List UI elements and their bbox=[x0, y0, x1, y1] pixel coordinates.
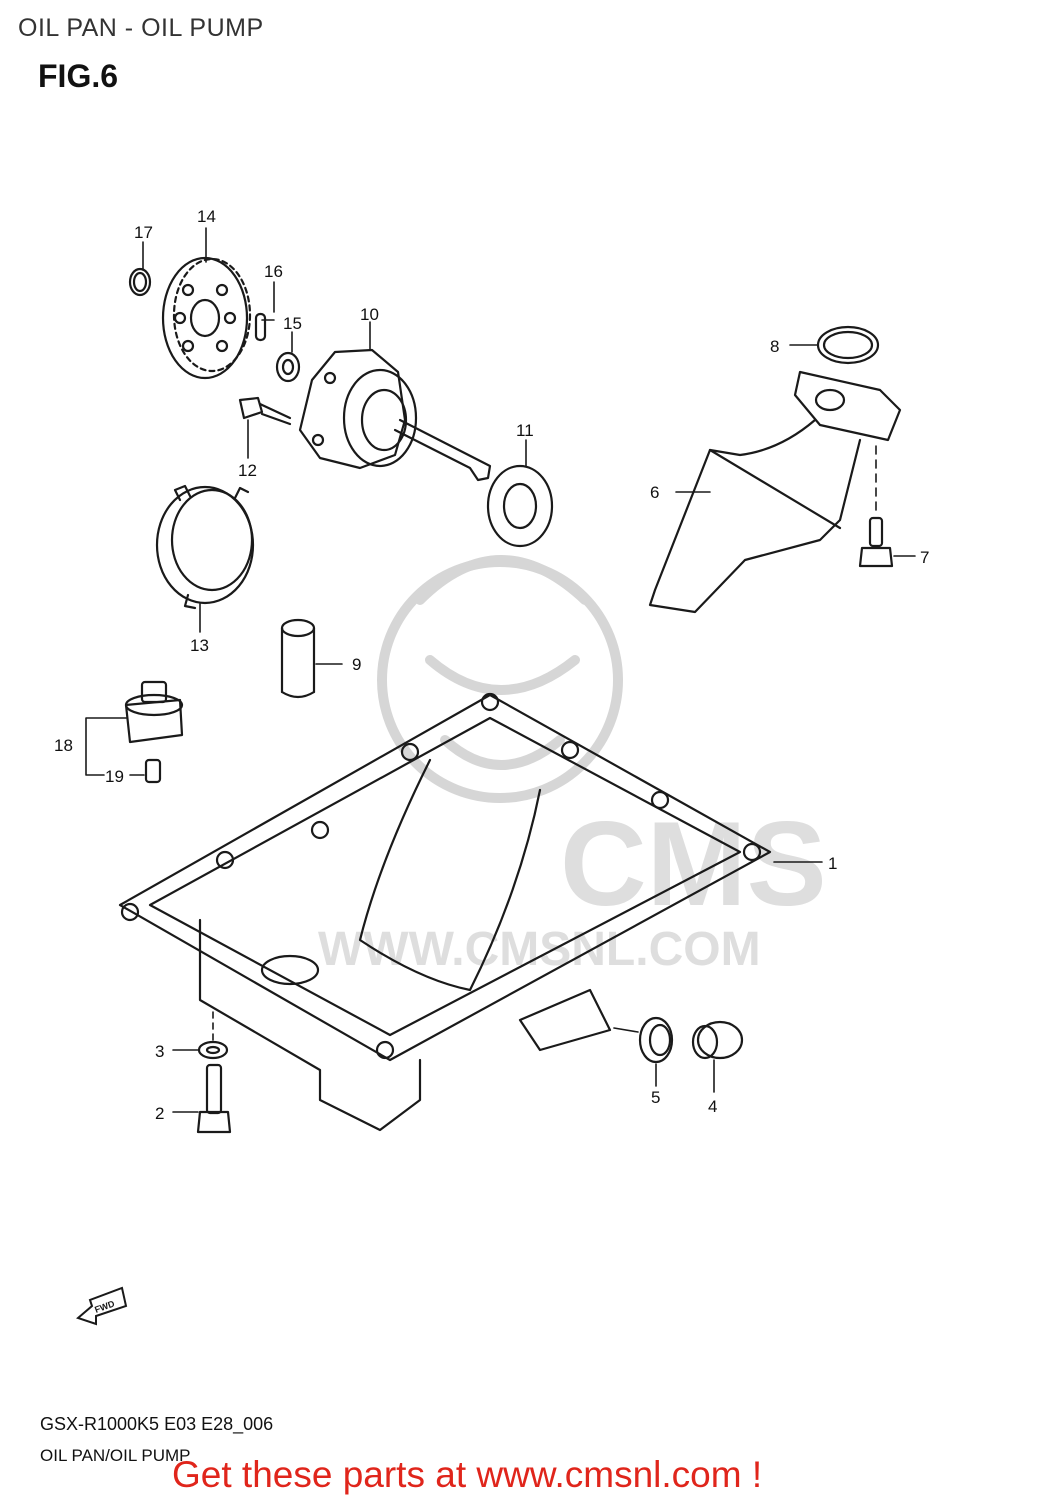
callout-5: 5 bbox=[651, 1088, 660, 1107]
part-17-circlip bbox=[128, 267, 152, 297]
promo-link[interactable]: Get these parts at www.cmsnl.com ! bbox=[172, 1454, 763, 1495]
watermark-logo-text: CMS bbox=[560, 797, 827, 931]
part-18-pressure-switch bbox=[124, 680, 184, 744]
part-1-oil-pan bbox=[118, 692, 772, 1132]
diagram-name: OIL PAN/OIL PUMP bbox=[40, 1446, 191, 1465]
callout-16: 16 bbox=[264, 262, 283, 281]
watermark-url: WWW.CMSNL.COM bbox=[318, 923, 761, 976]
part-14-pump-gear bbox=[161, 256, 252, 380]
model-code: GSX-R1000K5 E03 E28_006 bbox=[40, 1414, 274, 1434]
part-15-washer bbox=[275, 351, 301, 383]
part-6-oil-strainer bbox=[648, 370, 902, 614]
callout-14: 14 bbox=[197, 207, 216, 226]
page-title: OIL PAN - OIL PUMP bbox=[18, 14, 264, 42]
part-10-oil-pump bbox=[298, 348, 492, 482]
callout-labels: 1 2 3 4 5 6 7 8 9 10 11 12 13 14 15 16 1… bbox=[54, 207, 929, 1123]
callout-18: 18 bbox=[54, 736, 73, 755]
part-3-washer bbox=[197, 1040, 229, 1060]
part-12-bolt bbox=[238, 396, 292, 426]
part-4-drain-plug bbox=[691, 1020, 744, 1060]
callout-12: 12 bbox=[238, 461, 257, 480]
callout-9: 9 bbox=[352, 655, 361, 674]
callout-4: 4 bbox=[708, 1097, 717, 1116]
callout-6: 6 bbox=[650, 483, 659, 502]
callout-10: 10 bbox=[360, 305, 379, 324]
watermark-logo: CMS WWW.CMSNL.COM bbox=[318, 555, 827, 976]
callout-3: 3 bbox=[155, 1042, 164, 1061]
part-11-gasket bbox=[486, 464, 554, 548]
part-13-gear-ring bbox=[155, 484, 255, 610]
part-8-o-ring bbox=[816, 325, 880, 365]
callout-8: 8 bbox=[770, 337, 779, 356]
figure-label: FIG.6 bbox=[38, 58, 119, 94]
callout-2: 2 bbox=[155, 1104, 164, 1123]
part-7-bolt bbox=[858, 516, 894, 568]
callout-17: 17 bbox=[134, 223, 153, 242]
part-5-gasket bbox=[638, 1016, 674, 1064]
callout-19: 19 bbox=[105, 767, 124, 786]
callout-11: 11 bbox=[516, 421, 534, 440]
part-9-dowel bbox=[280, 618, 316, 699]
callout-13: 13 bbox=[190, 636, 209, 655]
leader-lines bbox=[85, 227, 916, 1113]
callout-7: 7 bbox=[920, 548, 929, 567]
callout-15: 15 bbox=[283, 314, 302, 333]
forward-arrow-icon: FWD bbox=[76, 1286, 128, 1326]
part-2-bolt bbox=[196, 1063, 232, 1134]
part-19-screw bbox=[144, 758, 162, 784]
part-16-pin bbox=[254, 312, 267, 342]
callout-1: 1 bbox=[828, 854, 837, 873]
